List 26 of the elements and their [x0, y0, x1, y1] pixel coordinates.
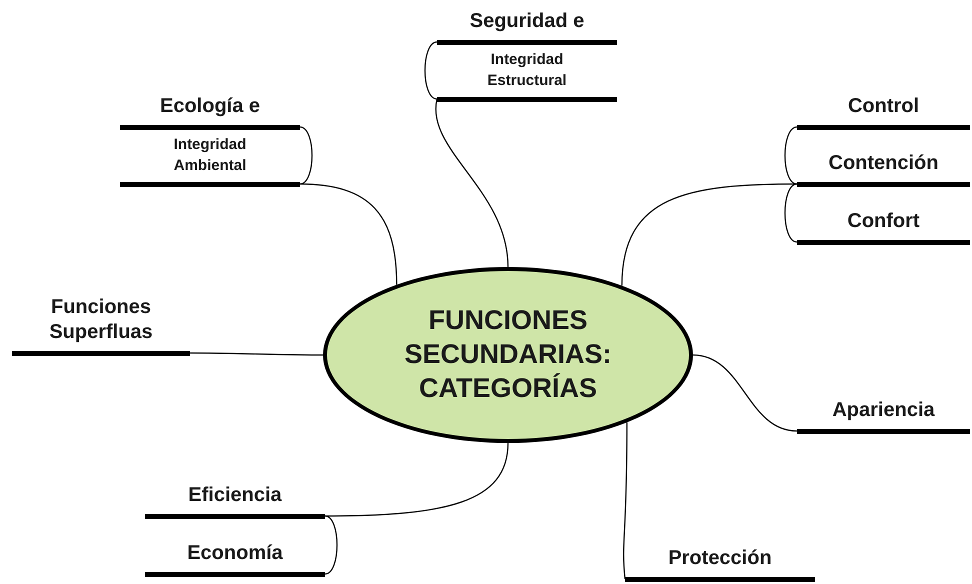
- topic-label: Control: [848, 94, 920, 119]
- topic-label: Integridad Ambiental: [172, 135, 248, 176]
- connector-line: [190, 352, 323, 356]
- topic-label: Confort: [847, 209, 920, 234]
- topic-label: Seguridad e: [470, 9, 584, 34]
- connector-line: [325, 442, 509, 517]
- topic-label: Eficiencia: [188, 483, 282, 508]
- topic-label: Funciones Superfluas: [48, 295, 154, 345]
- connector-line: [324, 515, 338, 575]
- connector-line: [692, 354, 798, 432]
- connector-line: [300, 126, 313, 185]
- connector-line: [435, 98, 509, 268]
- connector-line: [424, 41, 438, 100]
- topic-label: Ecología e: [160, 94, 260, 119]
- connector-line: [300, 183, 398, 285]
- central-topic-label: FUNCIONES SECUNDARIAS: CATEGORÍAS: [403, 304, 612, 405]
- topic-label: Economía: [187, 541, 283, 566]
- topic-label: Protección: [668, 546, 772, 571]
- topic-underline: [120, 135, 300, 187]
- connector-line: [784, 183, 798, 243]
- topic-label: Contención: [828, 151, 938, 176]
- topic-label: Apariencia: [832, 398, 935, 423]
- topic-label: Integridad Estructural: [486, 50, 568, 91]
- topic-underline: [437, 50, 617, 102]
- connector-line: [784, 126, 798, 185]
- connector-line: [623, 422, 628, 580]
